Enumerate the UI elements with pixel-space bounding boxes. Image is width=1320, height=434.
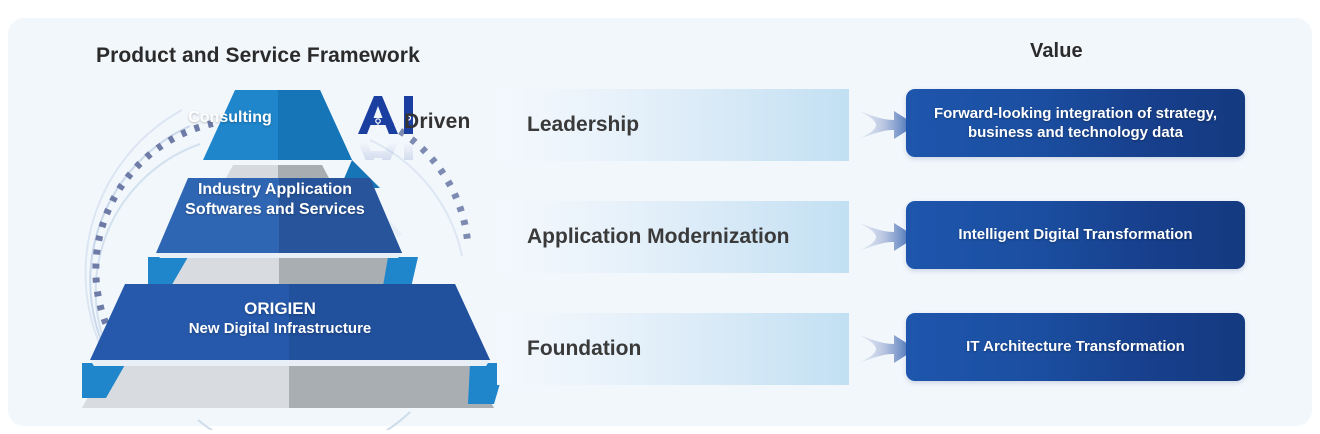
arrow-right-icon-row-3 <box>856 334 916 364</box>
value-text-application-modernization: Intelligent Digital Transformation <box>958 226 1193 244</box>
value-text-foundation: IT Architecture Transformation <box>966 338 1185 356</box>
value-box-leadership[interactable]: Forward-looking integration of strategy,… <box>906 89 1245 157</box>
stage-label-leadership: Leadership <box>527 113 640 136</box>
ai-driven-logo-icon <box>358 96 413 160</box>
ai-driven-label: Driven <box>404 110 471 133</box>
page-title-framework: Product and Service Framework <box>96 44 420 67</box>
stage-label-foundation: Foundation <box>527 337 642 360</box>
value-text-leadership: Forward-looking integration of strategy,… <box>933 104 1218 142</box>
stage-bar-foundation: Foundation <box>497 313 849 385</box>
page-title-value: Value <box>1030 40 1083 62</box>
stage-bar-leadership: Leadership <box>497 89 849 161</box>
stage-bar-application-modernization: Application Modernization <box>497 201 849 273</box>
value-box-application-modernization[interactable]: Intelligent Digital Transformation <box>906 201 1245 269</box>
value-box-foundation[interactable]: IT Architecture Transformation <box>906 313 1245 381</box>
arrow-right-icon-row-1 <box>856 110 916 140</box>
stage-label-application-modernization: Application Modernization <box>527 225 790 248</box>
pyramid-graphic <box>82 90 506 408</box>
arrow-right-icon-row-2 <box>856 222 916 252</box>
